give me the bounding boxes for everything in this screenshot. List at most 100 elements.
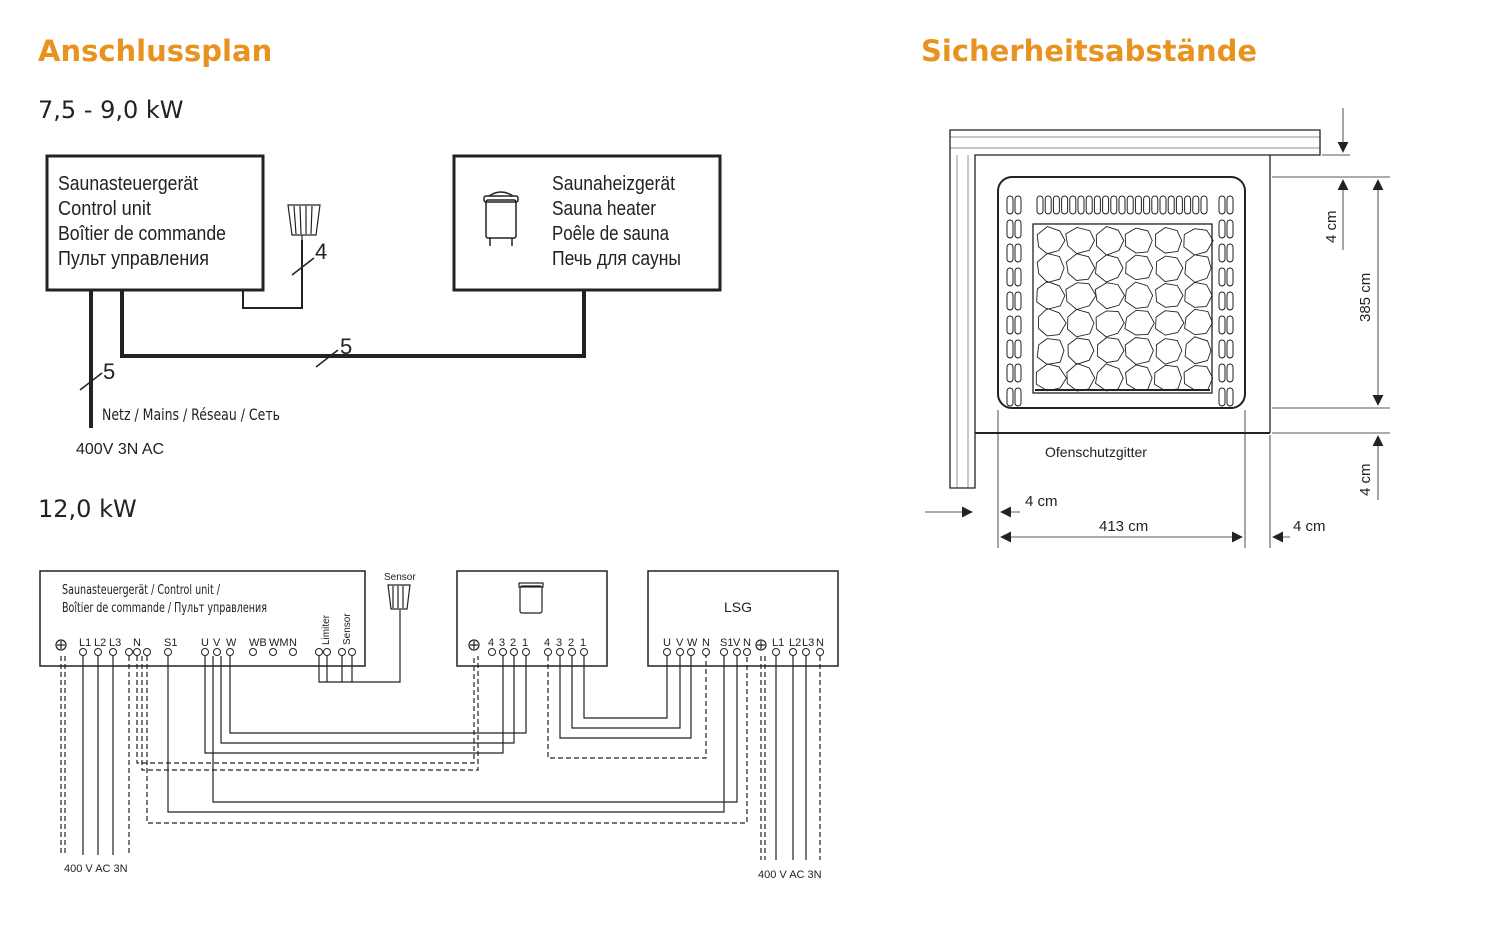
stone bbox=[1067, 309, 1095, 338]
plan1-heading: 7,5 - 9,0 kW bbox=[38, 96, 184, 124]
terminal bbox=[226, 648, 234, 656]
stone bbox=[1036, 252, 1065, 284]
stone-area bbox=[1032, 223, 1213, 394]
terminal-label: 4 bbox=[544, 637, 550, 649]
stone bbox=[1155, 283, 1184, 308]
vent-slot bbox=[1143, 195, 1151, 215]
vent-slot bbox=[1014, 291, 1022, 311]
terminal bbox=[580, 648, 588, 656]
stone bbox=[1065, 282, 1097, 310]
vent-slot bbox=[1061, 195, 1069, 215]
vent-slot bbox=[1218, 339, 1226, 359]
vent-slot bbox=[1006, 339, 1014, 359]
stone bbox=[1125, 364, 1153, 391]
terminal bbox=[125, 648, 133, 656]
top-gap-label: 4 cm bbox=[1323, 210, 1340, 243]
terminal bbox=[338, 648, 346, 656]
stone bbox=[1065, 253, 1096, 281]
mains-voltage: 400V 3N AC bbox=[76, 441, 164, 458]
terminal bbox=[544, 648, 552, 656]
sensor-icon bbox=[287, 204, 321, 240]
protective-wire bbox=[146, 656, 748, 824]
guard-label: Ofenschutzgitter bbox=[1045, 444, 1147, 460]
wire bbox=[318, 610, 401, 683]
terminal bbox=[687, 648, 695, 656]
mains-wire-count: 5 bbox=[103, 359, 115, 384]
vent-slot bbox=[1218, 315, 1226, 335]
terminal-label: 1 bbox=[580, 637, 586, 649]
stone bbox=[1155, 255, 1184, 283]
wire bbox=[212, 656, 738, 803]
heater-icon bbox=[483, 191, 519, 246]
stone bbox=[1067, 337, 1095, 365]
stone bbox=[1155, 310, 1185, 336]
terminal bbox=[720, 648, 728, 656]
vent-slot bbox=[1226, 387, 1234, 407]
stone bbox=[1124, 227, 1153, 254]
stone bbox=[1124, 337, 1154, 365]
vent-slot bbox=[1218, 291, 1226, 311]
stone bbox=[1155, 227, 1183, 254]
vent-slot bbox=[1134, 195, 1142, 215]
terminal-label: 3 bbox=[556, 637, 562, 649]
wire bbox=[583, 656, 668, 719]
wire bbox=[220, 656, 515, 744]
vent-slot bbox=[1014, 315, 1022, 335]
vent-slot bbox=[1102, 195, 1110, 215]
control-unit-label-de: Saunasteuergerät bbox=[58, 173, 198, 195]
terminal-label: N bbox=[816, 637, 824, 649]
vent-slot bbox=[1014, 387, 1022, 407]
mains-label: Netz / Mains / Réseau / Сеть bbox=[102, 405, 280, 424]
terminal-label: N bbox=[133, 637, 141, 649]
terminal-label: V bbox=[676, 637, 684, 649]
stone bbox=[1035, 363, 1067, 392]
terminal bbox=[522, 648, 530, 656]
plan1-diagram: Saunasteuergerät Control unit Boîtier de… bbox=[45, 154, 722, 458]
stone bbox=[1094, 282, 1126, 310]
plan2-heading: 12,0 kW bbox=[38, 495, 137, 523]
lsg-box bbox=[647, 570, 839, 667]
vent-slot bbox=[1226, 291, 1234, 311]
heater-label-fr: Poêle de sauna bbox=[552, 223, 670, 245]
limiter-label: Limiter bbox=[321, 614, 332, 645]
terminal bbox=[315, 648, 323, 656]
terminal-label: W bbox=[226, 637, 237, 649]
terminal bbox=[802, 648, 810, 656]
vent-slot bbox=[1006, 267, 1014, 287]
vent-slot bbox=[1014, 363, 1022, 383]
vent-slot bbox=[1226, 315, 1234, 335]
sensor-icon-small bbox=[387, 584, 411, 610]
stone bbox=[1095, 225, 1125, 256]
vent-slot bbox=[1006, 291, 1014, 311]
clearance-diagram: Ofenschutzgitter 4 cm 385 cm 4 cm 4 cm 4… bbox=[925, 108, 1390, 548]
vent-slot bbox=[1044, 195, 1052, 215]
vent-slot bbox=[1006, 195, 1014, 215]
heater-icon-small bbox=[518, 582, 544, 614]
vent-slot bbox=[1085, 195, 1093, 215]
stone bbox=[1155, 338, 1183, 365]
heater-label-de: Saunaheizgerät bbox=[552, 173, 675, 195]
stone bbox=[1036, 280, 1066, 310]
vent-slot bbox=[1014, 195, 1022, 215]
terminal-label: L1 bbox=[79, 637, 91, 649]
control-unit-title-2: Boîtier de commande / Пульт управления bbox=[62, 601, 267, 616]
vent-slot bbox=[1226, 339, 1234, 359]
vent-slot bbox=[1014, 267, 1022, 287]
terminal bbox=[556, 648, 564, 656]
vent-slot bbox=[1218, 363, 1226, 383]
terminal bbox=[213, 648, 221, 656]
stone bbox=[1066, 362, 1096, 392]
ceiling-wall bbox=[949, 129, 1321, 489]
heater-wire-count: 5 bbox=[340, 334, 352, 359]
vent-slot bbox=[1184, 195, 1192, 215]
vent-slot bbox=[1218, 195, 1226, 215]
terminal bbox=[109, 648, 117, 656]
vent-slot bbox=[1093, 195, 1101, 215]
wire bbox=[229, 656, 527, 734]
stone bbox=[1124, 309, 1155, 336]
terminal bbox=[289, 648, 297, 656]
terminal-label: V bbox=[733, 637, 741, 649]
sensor-label: Sensor bbox=[384, 572, 416, 583]
control-unit-box-12kw bbox=[39, 570, 366, 667]
control-unit-box bbox=[45, 154, 265, 292]
